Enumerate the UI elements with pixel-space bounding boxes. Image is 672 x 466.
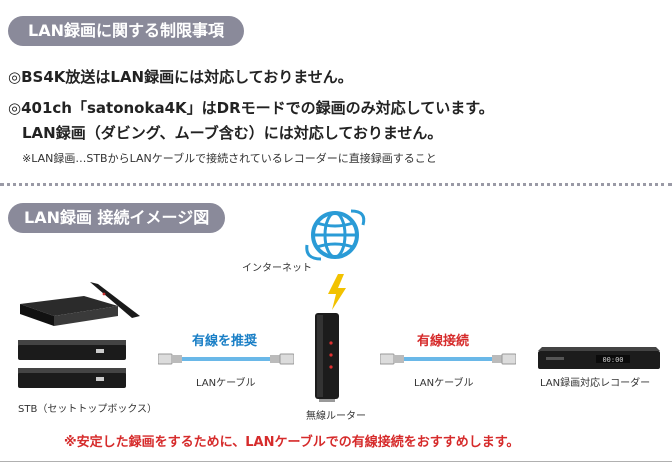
router-icon (315, 313, 339, 402)
restrictions-heading: LAN録画に関する制限事項 (8, 16, 244, 46)
lan-cable-right-icon (380, 353, 516, 365)
wired-connection-heading: 有線接続 (417, 334, 470, 349)
section-divider (0, 183, 672, 186)
lan-cable-right-label: LANケーブル (414, 378, 474, 389)
note-bs4k: ◎BS4K放送はLAN録画には対応しておりません。 (8, 68, 353, 86)
wired-recommendation-note: ※安定した録画をするために、LANケーブルでの有線接続をおすすめします。 (64, 435, 520, 450)
wired-recommended-heading: 有線を推奨 (192, 334, 258, 349)
lightning-icon (328, 274, 346, 310)
recorder-display-text: 00:00 (602, 356, 623, 364)
recorder-icon: 00:00 (538, 347, 660, 369)
diagram-heading: LAN録画 接続イメージ図 (8, 203, 226, 233)
lan-cable-left-label: LANケーブル (196, 378, 256, 389)
stb-devices-icon (18, 282, 140, 388)
router-label: 無線ルーター (306, 411, 366, 422)
internet-label: インターネット (242, 263, 312, 274)
note-401ch: ◎401ch「satonoka4K」はDRモードでの録画のみ対応しています。 (8, 99, 494, 117)
note-lan-dubbing: LAN録画（ダビング、ムーブ含む）には対応しておりません。 (22, 124, 443, 142)
globe-icon (305, 209, 366, 261)
lan-recording-footnote: ※LAN録画…STBからLANケーブルで接続されているレコーダーに直接録画するこ… (22, 152, 437, 165)
lan-cable-left-icon (158, 353, 294, 365)
stb-label: STB（セットトップボックス） (18, 404, 158, 415)
bottom-rule (0, 461, 672, 462)
recorder-label: LAN録画対応レコーダー (540, 378, 651, 389)
